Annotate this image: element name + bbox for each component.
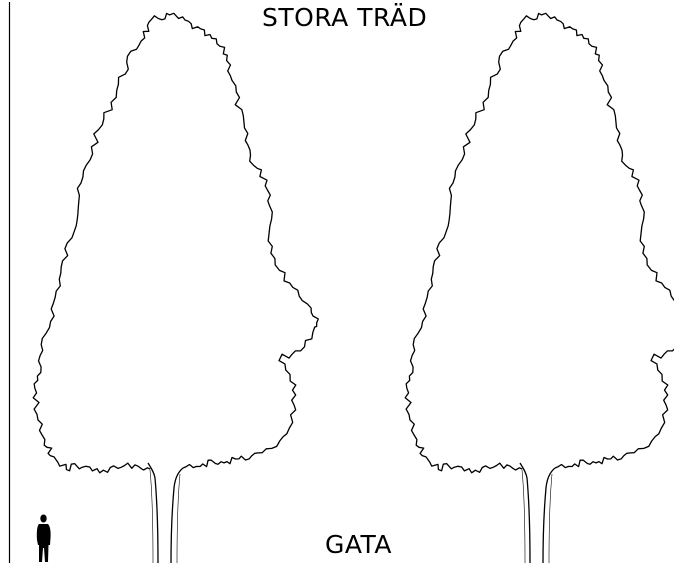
tree-trunk [548,473,553,563]
person-icon [36,514,51,562]
tree-trunk [521,469,526,563]
tree-trunk [170,467,184,563]
tree-right [404,12,674,563]
tree-trunk [542,467,556,563]
street-label: GATA [325,530,392,559]
tree-left [32,12,319,563]
page-title: STORA TRÄD [262,3,428,32]
tree-icon [404,12,674,474]
tree-trunk [149,469,154,563]
tree-icon [32,12,319,474]
tree-trunk [176,473,181,563]
tree-trunk [519,462,531,563]
tree-trunk [147,462,159,563]
